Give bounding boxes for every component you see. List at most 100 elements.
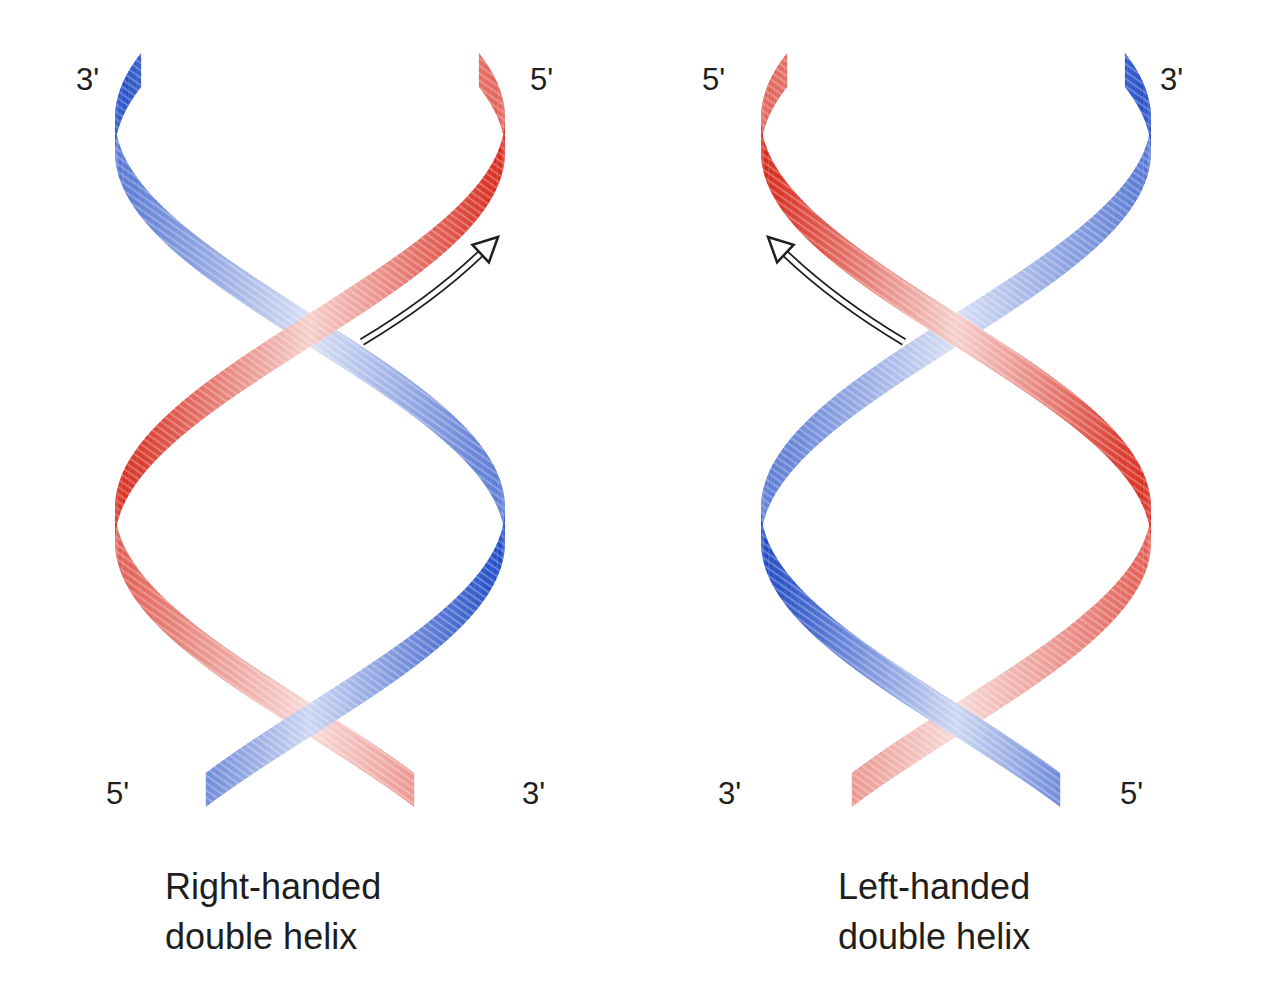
strand-fill [498, 149, 500, 187]
strand-fill [787, 440, 790, 478]
strand-segment [172, 215, 176, 253]
strand-hatch [1057, 242, 1062, 280]
strand-segment [479, 53, 482, 91]
strand-hatch [489, 458, 491, 496]
strand-segment [787, 440, 790, 478]
strand-hatch [954, 311, 960, 349]
strand-fill [1132, 560, 1134, 598]
strand-fill [461, 200, 465, 238]
strand-hatch [497, 83, 499, 121]
strand-fill [172, 605, 176, 643]
strand-hatch [415, 239, 420, 277]
strand-fill [497, 83, 499, 121]
strand-fill [415, 239, 420, 277]
strand-segment [118, 530, 119, 568]
strand-hatch [461, 200, 465, 238]
strand-hatch [205, 632, 210, 670]
strand-hatch [1132, 560, 1134, 598]
strand-hatch [308, 701, 314, 739]
strand-segment [1125, 179, 1128, 217]
strand-segment [1109, 197, 1112, 235]
strand-fill [775, 458, 777, 496]
strand-hatch [497, 473, 499, 511]
strand-hatch [784, 53, 787, 91]
strand-hatch [410, 770, 414, 807]
strand-fill [1125, 569, 1128, 607]
strand-segment [1125, 569, 1128, 607]
strand-hatch [118, 140, 119, 178]
strand-fill [477, 440, 480, 478]
strand-hatch [498, 539, 500, 577]
strand-segment [954, 701, 960, 739]
strand-fill [132, 560, 134, 598]
strand-hatch [954, 701, 960, 739]
strand-segment [498, 539, 500, 577]
strand-fill [307, 311, 313, 349]
strand-fill [118, 530, 119, 568]
strand-fill [1103, 593, 1107, 631]
strand-hatch [1125, 569, 1128, 607]
strand-hatch [132, 560, 134, 598]
strand-segment [132, 560, 134, 598]
strand-segment [307, 311, 313, 349]
strand-segment [477, 440, 480, 478]
strand-hatch [308, 311, 314, 349]
strand-fill [122, 152, 124, 190]
strand-fill [122, 542, 124, 580]
strand-fill [1109, 587, 1112, 625]
strand-segment [205, 632, 210, 670]
strand-hatch [122, 152, 124, 190]
strand-fill [205, 632, 210, 670]
strand-segment [954, 311, 960, 349]
strand-segment [122, 152, 124, 190]
strand-segment [410, 770, 414, 807]
right-handed-helix [115, 53, 505, 807]
strand-fill [954, 311, 960, 349]
strand-hatch [852, 770, 856, 807]
strand-hatch [488, 557, 490, 595]
strand-segment [159, 203, 163, 241]
strand-fill [159, 593, 163, 631]
strand-segment [1109, 587, 1112, 625]
strand-fill [138, 569, 141, 607]
strand-hatch [153, 587, 156, 625]
strand-segment [1132, 170, 1134, 208]
strand-fill [489, 458, 491, 496]
strand-segment [138, 179, 141, 217]
strand-fill [1057, 632, 1062, 670]
strand-fill [159, 203, 163, 241]
strand-hatch [118, 530, 119, 568]
strand-fill [501, 482, 502, 520]
strand-fill [775, 68, 777, 106]
strand-hatch [122, 542, 124, 580]
strand-hatch [775, 68, 777, 106]
strand-hatch [479, 53, 482, 91]
strand-fill [1125, 179, 1128, 217]
strand-fill [138, 179, 141, 217]
strand-hatch [501, 482, 502, 520]
strand-segment [497, 473, 499, 511]
strand-fill [1132, 170, 1134, 208]
strand-segment [775, 68, 777, 106]
strand-fill [1057, 242, 1062, 280]
strand-fill [498, 539, 500, 577]
strand-segment [308, 701, 314, 739]
strand-fill [1103, 203, 1107, 241]
strand-hatch [787, 440, 790, 478]
strand-fill [489, 68, 491, 106]
strand-segment [1103, 593, 1107, 631]
strand-fill [153, 587, 156, 625]
strand-fill [132, 170, 134, 208]
left-handed-helix [761, 53, 1151, 807]
strand-fill [172, 215, 176, 253]
strand-hatch [138, 179, 141, 217]
strand-hatch [1057, 632, 1062, 670]
strand-hatch [153, 197, 156, 235]
strand-segment [132, 170, 134, 208]
strand-segment [118, 140, 119, 178]
strand-fill [138, 443, 141, 481]
strand-fill [118, 140, 119, 178]
strand-fill [415, 629, 420, 667]
strand-hatch [205, 242, 210, 280]
